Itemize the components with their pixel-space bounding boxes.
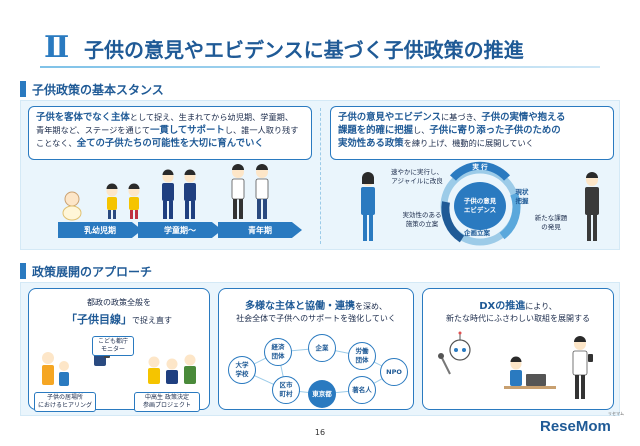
highlight-text: 実効性ある政策 <box>338 138 404 149</box>
highlight-text: 子供の意見やエビデンス <box>338 112 441 123</box>
highlight-text: 子供を客体でなく主体 <box>36 112 130 123</box>
card3-rest: により、 <box>525 302 557 311</box>
page-header: Ⅱ 子供の意見やエビデンスに基づく子供政策の推進 <box>0 0 640 70</box>
robot-icon <box>449 331 471 361</box>
chapter-numeral: Ⅱ <box>44 30 69 65</box>
stage-label: 乳幼児期 <box>84 225 116 235</box>
section-marker <box>20 263 26 279</box>
young-adult-figure-2 <box>255 164 269 219</box>
highlight-text: 全ての子供たちの可能性を大切に育んでいく <box>76 138 264 149</box>
card1-line1: 都政の政策全般を <box>87 298 151 307</box>
site-watermark-logo: ReseMom <box>540 418 611 435</box>
section-heading-stance: 子供政策の基本スタンス <box>20 80 164 98</box>
card2-highlight: 多様な主体と協働・連携 <box>245 301 355 312</box>
label-hearing: 子供の居場所 におけるヒアリング <box>34 392 96 412</box>
stance-left-text: 子供を客体でなく主体として捉え、生まれてから幼児期、学童期、青年期など、ステージ… <box>36 111 308 150</box>
stage-label: 学童期〜 <box>164 225 196 235</box>
body-text: に基づき、 <box>440 112 482 122</box>
adult-child-listening-figure <box>42 352 69 386</box>
schoolchild-figure-2 <box>128 183 140 219</box>
card3-line2: 新たな時代にふさわしい取組を展開する <box>446 314 590 323</box>
text-line: 子供の意見やエビデンスに基づき、子供の実情や抱える <box>338 111 610 124</box>
page-title: 子供の意見やエビデンスに基づく子供政策の推進 <box>84 38 524 62</box>
title-underline <box>40 66 600 68</box>
cycle-note-assess: 新たな課題 の発見 <box>534 214 568 231</box>
partner-economic-groups: 経済 団体 <box>264 338 292 366</box>
partner-labor-groups: 労働 団体 <box>348 342 376 370</box>
stage-arrow-youth: 青年期 <box>218 222 302 238</box>
card2-line1: 多様な主体と協働・連携を深め、 <box>219 297 413 312</box>
microphone-icon <box>438 353 451 375</box>
text-line: 実効性ある政策を練り上げ、機動的に展開していく <box>338 137 610 150</box>
cycle-center: 子供の意見 エビデンス <box>454 182 506 230</box>
stance-right-box <box>330 106 614 160</box>
highlight-text: 一貫してサポート <box>150 125 225 136</box>
panel-divider <box>320 108 321 244</box>
highlight-text: 子供の実情や抱える <box>481 112 566 123</box>
text-line: 子供を客体でなく主体として捉え、生まれてから幼児期、学童期、 <box>36 111 308 124</box>
stage-label: 青年期 <box>248 225 272 235</box>
partner-companies: 企業 <box>308 334 336 362</box>
card2-line2: 社会全体で子供へのサポートを強化していく <box>236 314 396 323</box>
schoolchild-figure-1 <box>106 183 118 219</box>
card1-line2: 「子供目線」で捉え直す <box>29 311 209 327</box>
body-text: を練り上げ、機動的に展開していく <box>403 138 534 148</box>
laptop-user-figure <box>504 356 556 389</box>
partner-tokyo-metro: 東京都 <box>308 380 336 408</box>
text-line: ことなく、全ての子供たちの可能性を大切に育んでいく <box>36 137 308 150</box>
cycle-note-execute: 速やかに実行し、 アジャイルに改良 <box>391 168 443 185</box>
card3-line1: DXの推進により、 <box>423 297 613 312</box>
smartphone-user-figure <box>572 336 593 399</box>
cycle-label-plan: 企画立案 <box>464 229 490 237</box>
highlight-text: 課題を的確に把握 <box>338 125 414 136</box>
cycle-segment-execute <box>450 161 510 181</box>
children-growth-illustration <box>62 164 269 221</box>
page-number: 16 <box>314 428 326 437</box>
card3-highlight: DXの推進 <box>479 301 526 312</box>
teen-group-figure <box>148 354 196 384</box>
section-marker <box>20 81 26 97</box>
partner-university-school: 大学 学校 <box>228 356 256 384</box>
cycle-segment-plan <box>441 201 465 243</box>
text-line: 青年期など、ステージを通じて一貫してサポートし、誰一人取り残す <box>36 124 308 137</box>
cycle-segment-assess <box>499 192 521 240</box>
section-title-stance: 子供政策の基本スタンス <box>32 82 164 97</box>
dx-illustration <box>438 331 593 399</box>
partner-municipalities: 区市 町村 <box>272 376 300 404</box>
partner-npo: NPO <box>380 358 408 386</box>
policy-cycle-illustration <box>361 161 599 246</box>
body-text: として捉え、生まれてから幼児期、学童期、 <box>129 112 294 122</box>
cycle-label-assess: 現状 把握 <box>515 188 529 205</box>
stance-left-box <box>28 106 312 160</box>
card1-highlight: 「子供目線」 <box>66 313 132 326</box>
official-man-figure <box>585 172 599 241</box>
body-text: ことなく、 <box>36 138 77 148</box>
label-kids-monitor: こども都庁 モニター <box>92 336 134 356</box>
body-text: 青年期など、ステージを通じて <box>36 125 151 135</box>
young-adult-figure-1 <box>231 164 245 219</box>
partner-celebrities: 著名人 <box>348 376 376 404</box>
baby-figure <box>62 191 82 221</box>
stance-right-text: 子供の意見やエビデンスに基づき、子供の実情や抱える課題を的確に把握し、子供に寄り… <box>338 111 610 150</box>
cycle-note-plan: 実効性のある 施策の立案 <box>402 211 442 228</box>
stage-arrow-school-age: 学童期〜 <box>138 222 222 238</box>
section-heading-approach: 政策展開のアプローチ <box>20 262 152 280</box>
body-text: し、 <box>413 125 430 135</box>
site-watermark-sub: リセマム <box>608 411 624 416</box>
section-title-approach: 政策展開のアプローチ <box>32 264 153 279</box>
student-figure-1 <box>162 169 174 219</box>
cycle-label-execute: 実 行 <box>472 163 488 171</box>
highlight-text: 子供に寄り添った子供のための <box>429 125 561 136</box>
official-woman-figure <box>361 172 375 241</box>
label-youth-project: 中高生 政策決定 参画プロジェクト <box>134 392 200 412</box>
card2-rest: を深め、 <box>355 302 387 311</box>
stage-arrow-infancy: 乳幼児期 <box>58 222 142 238</box>
student-figure-2 <box>184 169 196 219</box>
text-line: 課題を的確に把握し、子供に寄り添った子供のための <box>338 124 610 137</box>
body-text: し、誰一人取り残す <box>224 125 299 135</box>
card1-suffix: で捉え直す <box>132 316 172 325</box>
